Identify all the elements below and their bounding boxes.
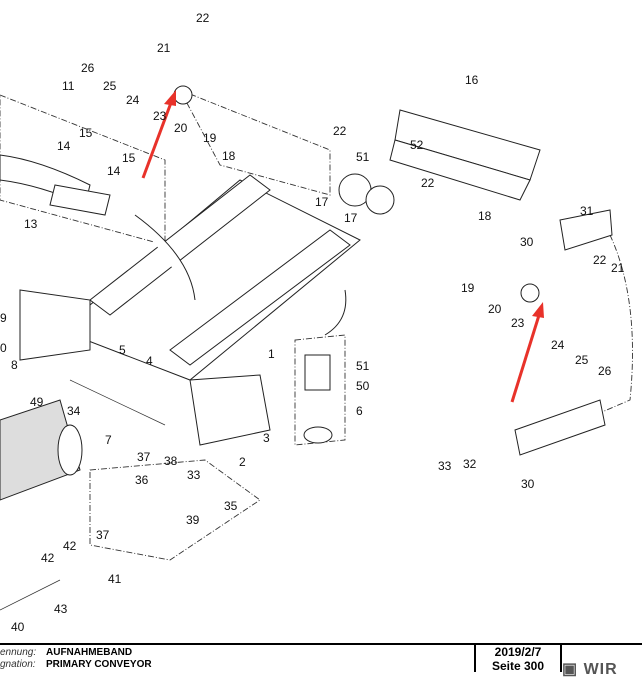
callout-33: 33 [438, 459, 452, 473]
designation-label: gnation: [0, 659, 36, 670]
callout-20: 20 [488, 302, 502, 316]
callout-19: 19 [203, 131, 217, 145]
red-arrows [141, 90, 544, 403]
callout-30: 30 [521, 477, 535, 491]
callout-35: 35 [224, 499, 238, 513]
callout-39: 39 [186, 513, 200, 527]
callout-5: 5 [119, 343, 126, 357]
callout-32: 32 [463, 457, 477, 471]
callout-51: 51 [356, 359, 370, 373]
callout-42: 42 [63, 539, 77, 553]
callout-21: 21 [611, 261, 625, 275]
callout-25: 25 [103, 79, 117, 93]
callout-34: 34 [67, 404, 81, 418]
callout-49: 49 [30, 395, 44, 409]
name-value: AUFNAHMEBAND [46, 647, 133, 658]
callout-4: 4 [146, 354, 153, 368]
frame-drawing [0, 85, 633, 611]
date-page-box: 2019/2/7 Seite 300 [474, 645, 562, 673]
callout-20: 20 [174, 121, 188, 135]
parts-diagram: 2221262524232019181115141514132251521617… [0, 11, 633, 634]
callout-18: 18 [222, 149, 236, 163]
callout-25: 25 [575, 353, 589, 367]
callout-17: 17 [344, 211, 358, 225]
callout-6: 6 [356, 404, 363, 418]
callout-42: 42 [41, 551, 55, 565]
callout-11: 11 [62, 79, 75, 93]
callout-13: 13 [24, 217, 38, 231]
callout-22: 22 [593, 253, 607, 267]
callout-26: 26 [81, 61, 95, 75]
callout-16: 16 [465, 73, 479, 87]
callout-36: 36 [135, 473, 149, 487]
callout-51: 51 [356, 150, 370, 164]
callout-30: 30 [520, 235, 534, 249]
callout-14: 14 [57, 139, 71, 153]
logo: ▣ WIR [562, 661, 618, 678]
callout-24: 24 [551, 338, 565, 352]
callout-23: 23 [511, 316, 525, 330]
title-block: ennung: AUFNAHMEBAND gnation: PRIMARY CO… [0, 643, 642, 678]
callout-19: 19 [461, 281, 475, 295]
callout-43: 43 [54, 602, 68, 616]
callout-31: 31 [580, 204, 594, 218]
callout-22: 22 [196, 11, 210, 25]
callout-33: 33 [187, 468, 201, 482]
callout-21: 21 [157, 41, 171, 55]
callout-22: 22 [421, 176, 435, 190]
callout-8: 8 [11, 358, 18, 372]
callout-52: 52 [410, 138, 424, 152]
callout-7: 7 [105, 433, 112, 447]
page-number: Seite 300 [491, 659, 545, 673]
callout-37: 37 [96, 528, 110, 542]
callout-17: 17 [315, 195, 329, 209]
designation-value: PRIMARY CONVEYOR [46, 659, 152, 670]
callout-labels: 2221262524232019181115141514132251521617… [0, 11, 625, 634]
date: 2019/2/7 [494, 645, 542, 659]
callout-41: 41 [108, 572, 122, 586]
callout-26: 26 [598, 364, 612, 378]
callout-18: 18 [478, 209, 492, 223]
callout-38: 38 [164, 454, 178, 468]
callout-22: 22 [333, 124, 347, 138]
name-label: ennung: [0, 647, 37, 658]
callout-24: 24 [126, 93, 140, 107]
callout-23: 23 [153, 109, 167, 123]
callout-15: 15 [79, 126, 93, 140]
callout-9: 9 [0, 311, 7, 325]
callout-15: 15 [122, 151, 136, 165]
callout-2: 2 [239, 455, 246, 469]
callout-1: 1 [268, 347, 275, 361]
callout-40: 40 [11, 620, 25, 634]
callout-3: 3 [263, 431, 270, 445]
callout-37: 37 [137, 450, 151, 464]
callout-0: 0 [0, 341, 7, 355]
callout-50: 50 [356, 379, 370, 393]
callout-14: 14 [107, 164, 121, 178]
